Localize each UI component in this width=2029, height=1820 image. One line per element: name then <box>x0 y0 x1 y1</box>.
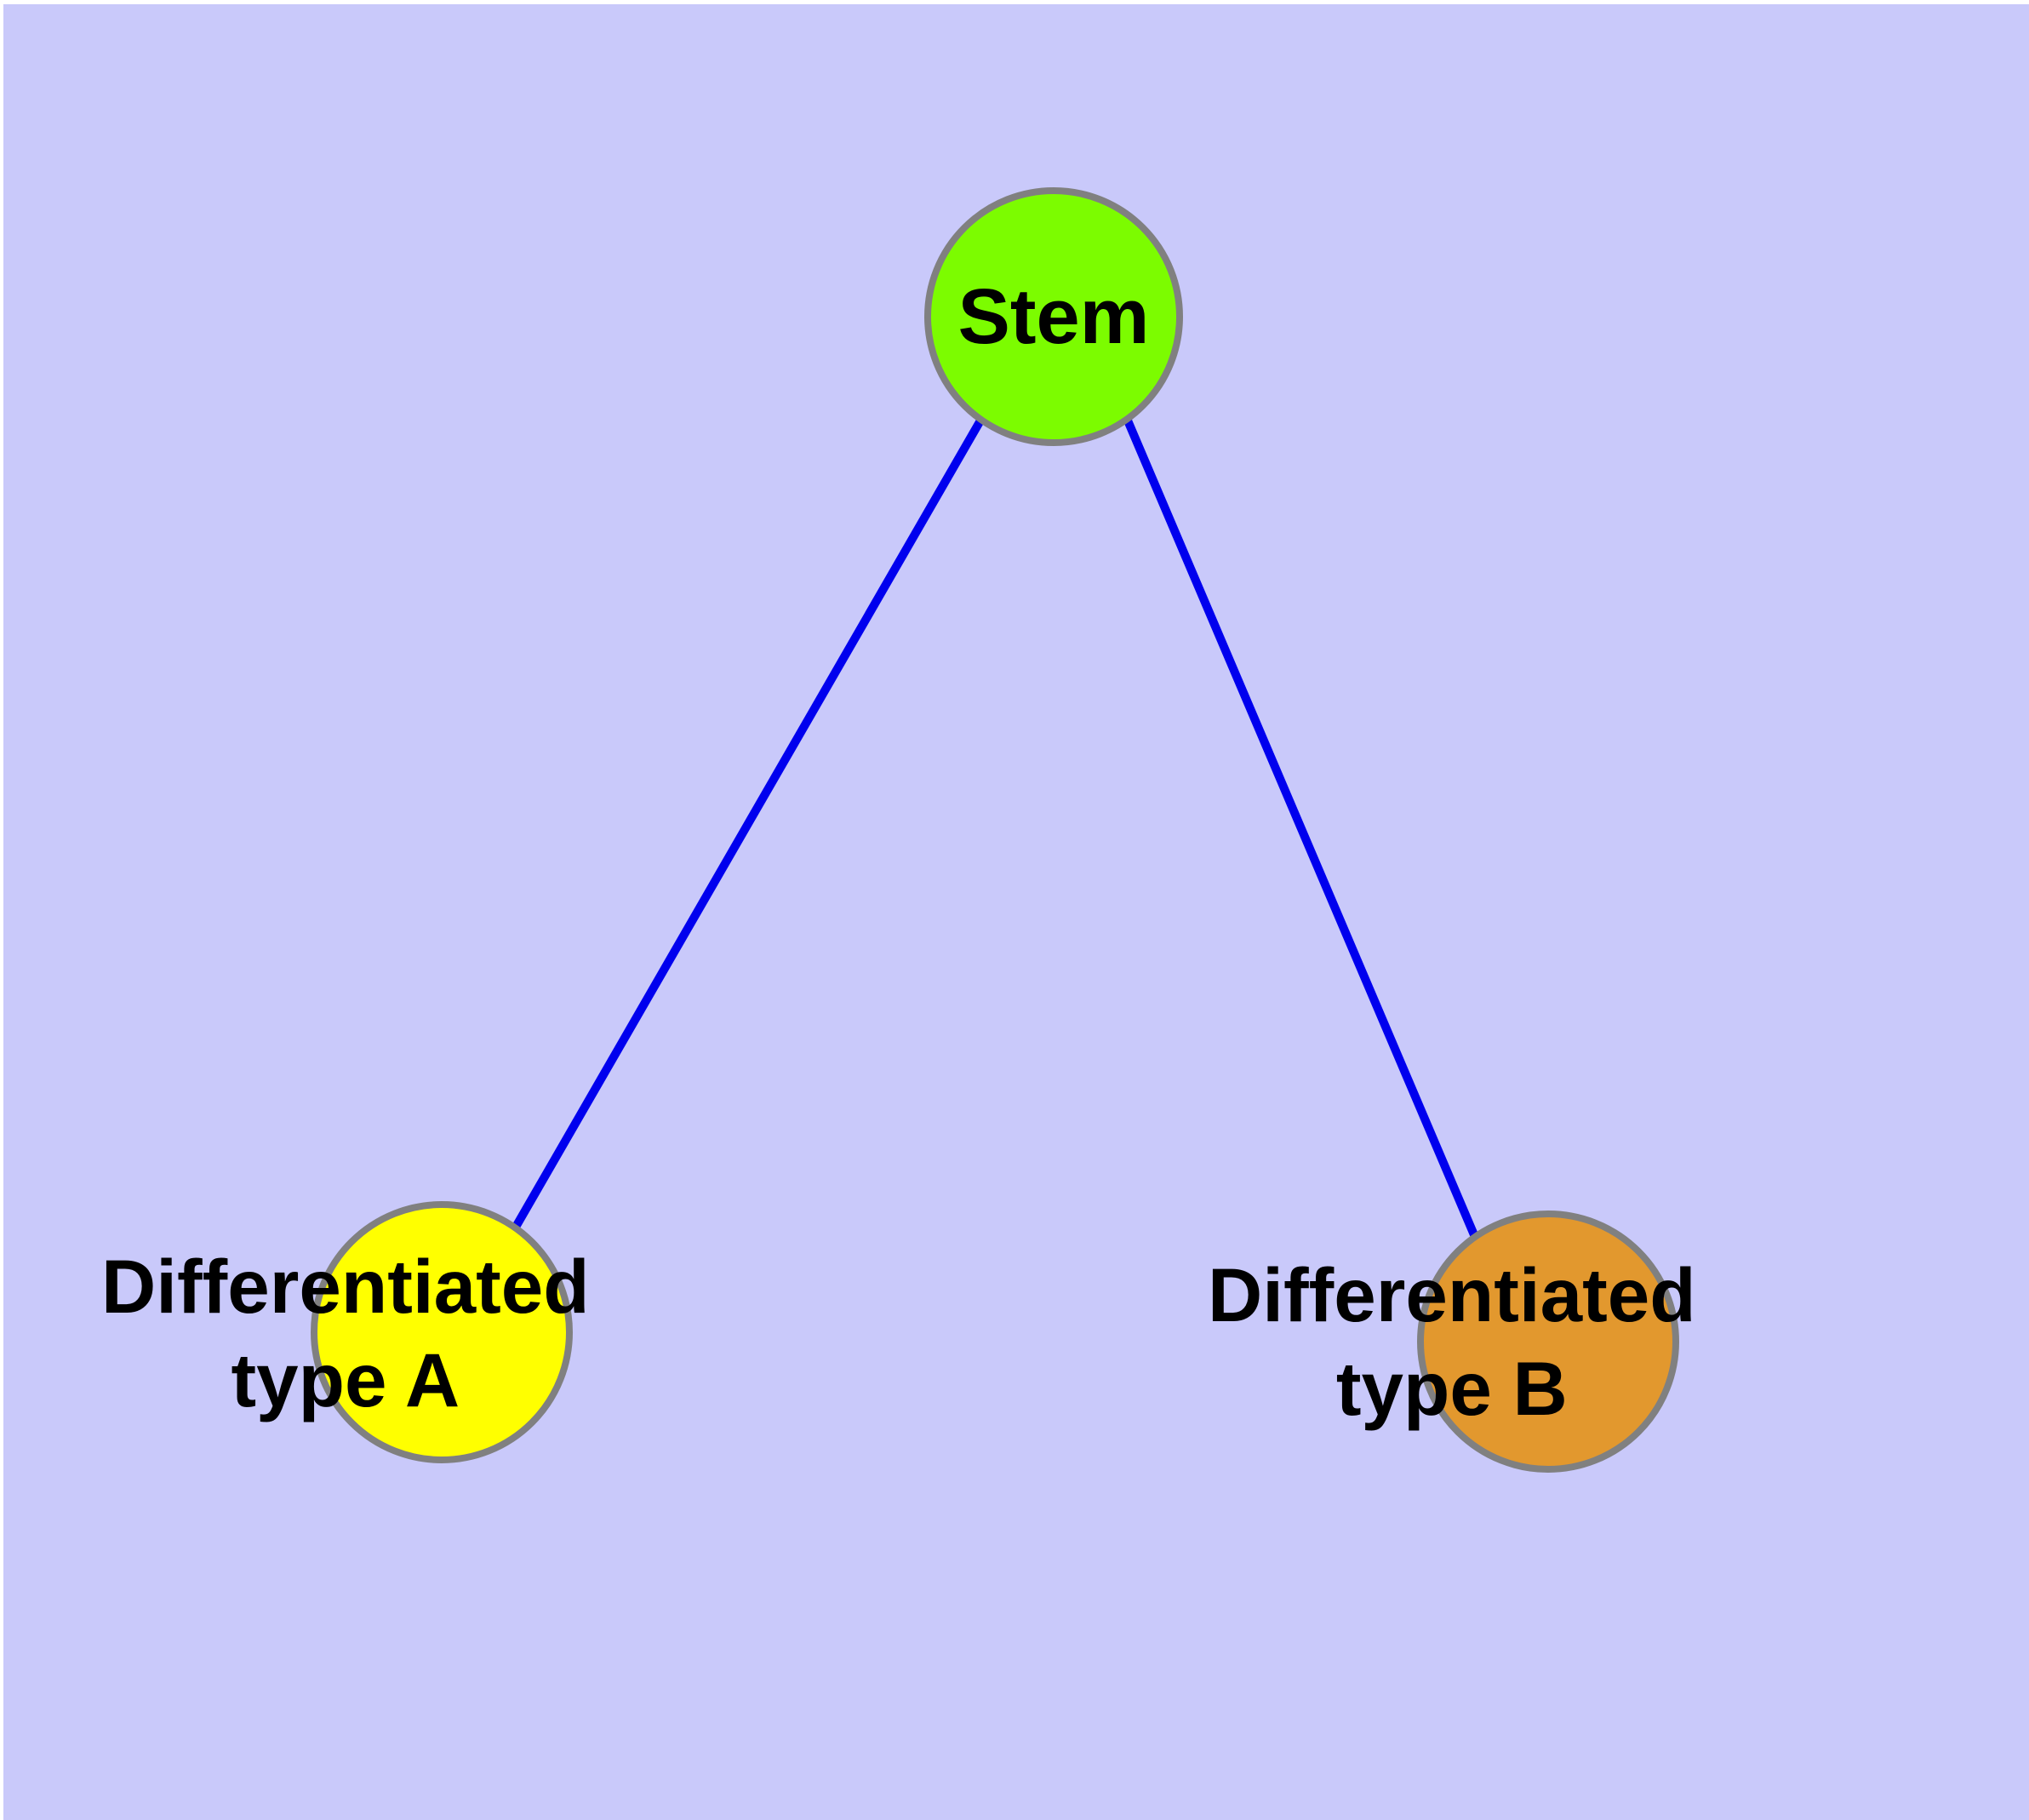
graph-edge-stem-to-diff-b <box>1123 419 1479 1239</box>
nodes-layer <box>311 187 1679 1473</box>
graph-node-diff-a[interactable] <box>311 1201 573 1463</box>
graph-node-stem[interactable] <box>924 187 1183 446</box>
graph-edge-stem-to-diff-a <box>511 418 985 1231</box>
edges-layer <box>511 418 1479 1239</box>
graph-node-diff-b[interactable] <box>1417 1210 1679 1473</box>
